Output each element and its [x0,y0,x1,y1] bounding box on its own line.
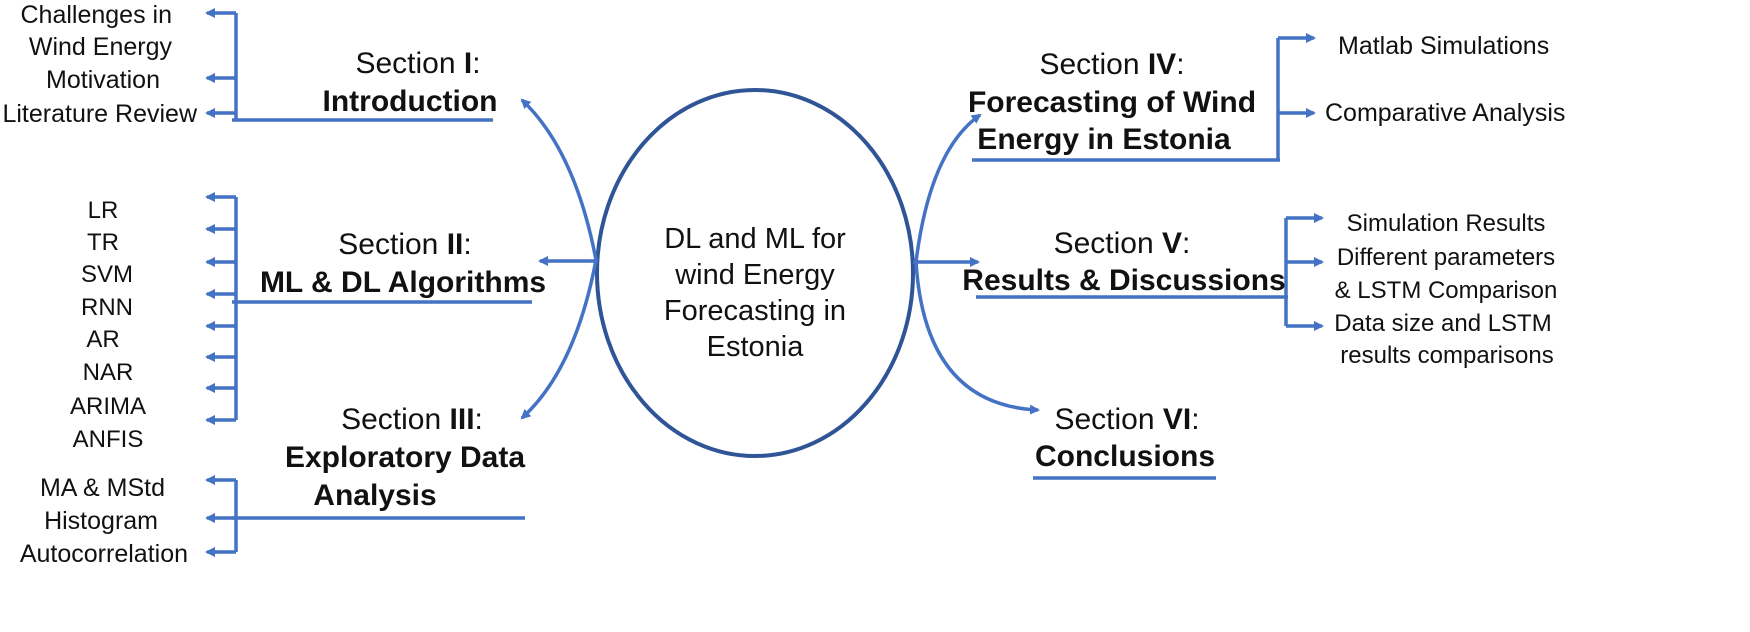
center-line-4: Estonia [706,331,804,363]
section-ii-item: NAR [82,359,134,386]
center-line-1: DL and ML for [664,223,846,255]
center-to-section-i-arrow [520,98,598,261]
section-ii-item: LR [87,197,119,224]
section-i-item: Challenges in [20,1,173,29]
section-ii-item: ARIMA [69,393,147,420]
center-to-section-vi-arrow [914,261,1040,415]
section-ii-title: ML & DL Algorithms [259,266,547,299]
section-v-item: results comparisons [1340,342,1554,369]
section-i-heading: Section I: [355,47,481,80]
section-iv-heading: Section IV: [1039,48,1185,81]
center-to-section-iii-arrow [520,259,598,420]
section-iv-item: Comparative Analysis [1325,99,1566,127]
section-iii-title-line-2: Analysis [313,479,437,512]
center-to-section-iv-arrow [914,113,982,263]
center-line-2: wind Energy [675,259,835,291]
section-ii-item: SVM [80,261,134,288]
section-iii-title-line-1: Exploratory Data [284,441,526,474]
section-ii-heading: Section II: [338,228,472,261]
section-ii-item: RNN [81,294,133,321]
section-iv-item: Matlab Simulations [1338,32,1550,60]
section-v-item: & LSTM Comparison [1334,277,1558,304]
section-iv-title-line-1: Forecasting of Wind [967,86,1257,119]
section-i-title: Introduction [322,85,498,118]
section-iii-heading: Section III: [341,403,483,436]
section-iii-item: Autocorrelation [19,540,188,568]
center-circle [595,88,915,458]
section-i-item: Motivation [46,66,160,94]
section-vi-heading: Section VI: [1054,403,1200,436]
section-ii-item: AR [86,326,120,353]
section-v-title: Results & Discussions [962,264,1286,297]
section-v-heading: Section V: [1053,227,1191,260]
section-v-item: Different parameters [1336,244,1556,271]
section-ii-item: ANFIS [72,426,144,453]
section-ii-item: TR [87,229,119,256]
section-i-item: Literature Review [2,100,197,128]
center-line-3: Forecasting in [663,295,847,327]
section-v-item: Data size and LSTM [1334,310,1552,337]
section-iv-title-line-2: Energy in Estonia [977,123,1231,156]
section-iii-item: Histogram [44,507,158,535]
section-vi-title: Conclusions [1034,440,1216,473]
section-v-item: Simulation Results [1346,210,1546,237]
section-i-item: Wind Energy [28,33,172,61]
section-iii-item: MA & MStd [39,474,165,502]
